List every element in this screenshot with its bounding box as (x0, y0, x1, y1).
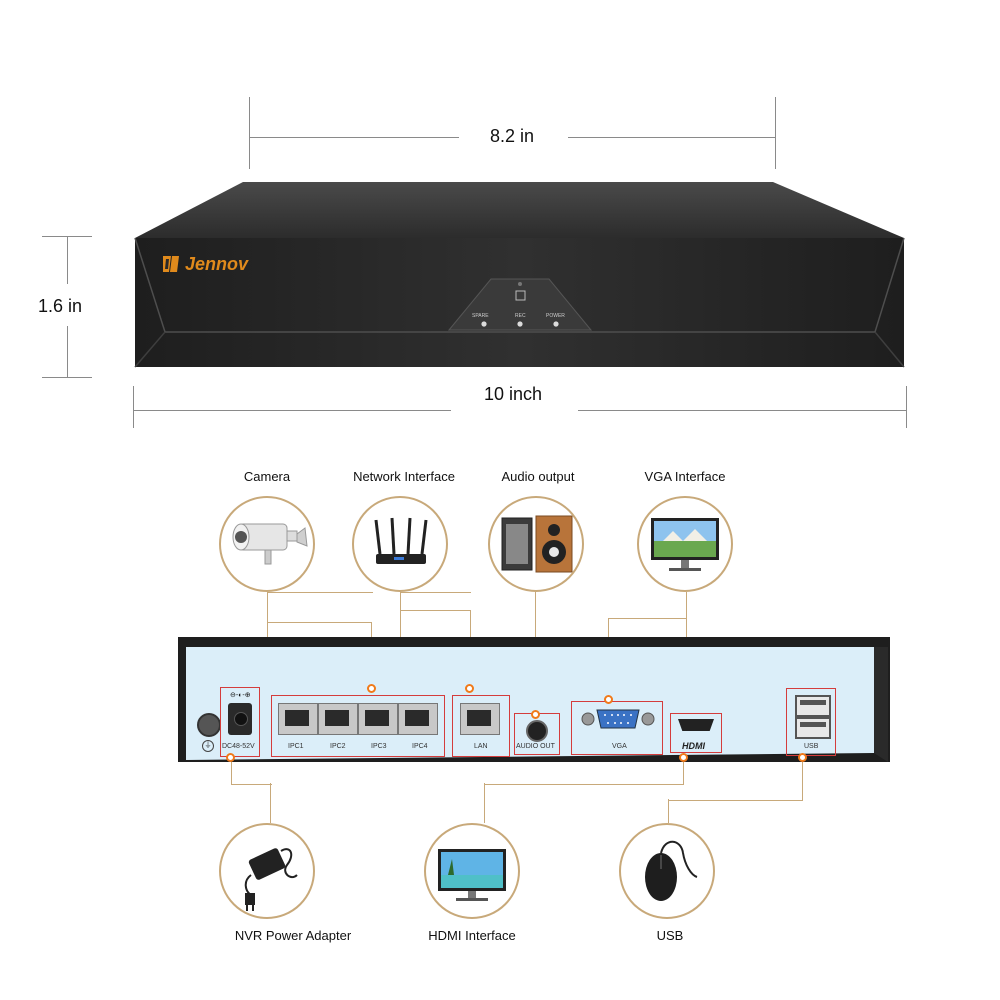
hdmi-label: HDMI (682, 741, 705, 751)
callout-usb-label: USB (656, 928, 684, 943)
callout-camera-label: Camera (243, 469, 291, 484)
hdmi-dot (679, 753, 688, 762)
poe-dot (367, 684, 376, 693)
nvr-rear-panel: ⏚ ⊖-◐-⊕ DC48-52V IPC1 IPC2 IPC3 IPC4 LAN… (178, 637, 890, 762)
poe-port-1[interactable] (278, 703, 318, 735)
callout-network-label: Network Interface (353, 469, 455, 484)
hdmi-monitor-icon (424, 823, 520, 919)
hdmi-leader-line (484, 762, 684, 785)
jennov-logo-icon (163, 256, 179, 272)
usb-port-2[interactable] (795, 717, 831, 739)
lan-label: LAN (474, 743, 488, 750)
indicator-labels: SPARE REC POWER (469, 313, 579, 323)
power-label: DC48-52V (222, 743, 255, 750)
vga-label: VGA (612, 743, 627, 750)
vga-port-highlight (571, 701, 663, 755)
indicator-spare: SPARE (472, 313, 489, 319)
lan-port[interactable] (460, 703, 500, 735)
poe-port-2-label: IPC2 (330, 743, 346, 750)
dc-power-jack[interactable] (228, 703, 252, 735)
camera-icon (219, 496, 315, 592)
callout-hdmi-label: HDMI Interface (428, 928, 516, 943)
width-bottom-label: 10 inch (484, 384, 543, 404)
indicator-rec: REC (515, 313, 526, 319)
hdmi-port-highlight (670, 713, 722, 753)
hdmi-port[interactable] (678, 719, 714, 731)
lan-port-highlight (452, 695, 510, 757)
poe-port-2[interactable] (318, 703, 358, 735)
nvr-front-view: Jennov SPARE REC POWER (133, 180, 907, 370)
mouse-icon (619, 823, 715, 919)
usb-port-highlight (786, 688, 836, 756)
ground-screw-icon (197, 713, 221, 737)
nvr-chassis-shape (134, 182, 905, 368)
power-port-highlight (220, 687, 260, 757)
usb-port-1[interactable] (795, 695, 831, 717)
speaker-icon (488, 496, 584, 592)
poe-port-3-label: IPC3 (371, 743, 387, 750)
poe-port-4-label: IPC4 (412, 743, 428, 750)
power-leader-line (231, 762, 272, 785)
dc-polarity-icon: ⊖-◐-⊕ (230, 692, 251, 699)
audio-out-jack[interactable] (526, 720, 548, 742)
router-icon (352, 496, 448, 592)
monitor-icon (637, 496, 733, 592)
usb-label: USB (804, 743, 819, 750)
height-label: 1.6 in (38, 296, 83, 316)
lan-dot (465, 684, 474, 693)
power-adapter-icon (219, 823, 315, 919)
brand-name: Jennov (185, 253, 249, 274)
poe-port-3[interactable] (358, 703, 398, 735)
callout-vga-label: VGA Interface (644, 469, 726, 484)
brand-logo: Jennov (161, 253, 248, 275)
vga-port[interactable] (580, 707, 656, 731)
audio-dot (531, 710, 540, 719)
power-dot (226, 753, 235, 762)
poe-port-4[interactable] (398, 703, 438, 735)
usb-leader-line (668, 762, 803, 801)
callout-audio-label: Audio output (501, 469, 575, 484)
width-top-label: 8.2 in (490, 126, 535, 146)
usb-dot (798, 753, 807, 762)
callout-power-adapter-label: NVR Power Adapter (234, 928, 352, 943)
poe-port-1-label: IPC1 (288, 743, 304, 750)
vga-dot (604, 695, 613, 704)
poe-ports-highlight (271, 695, 445, 757)
audio-label: AUDIO OUT (516, 743, 555, 750)
indicator-power: POWER (546, 313, 565, 319)
ground-symbol-icon: ⏚ (202, 740, 214, 752)
